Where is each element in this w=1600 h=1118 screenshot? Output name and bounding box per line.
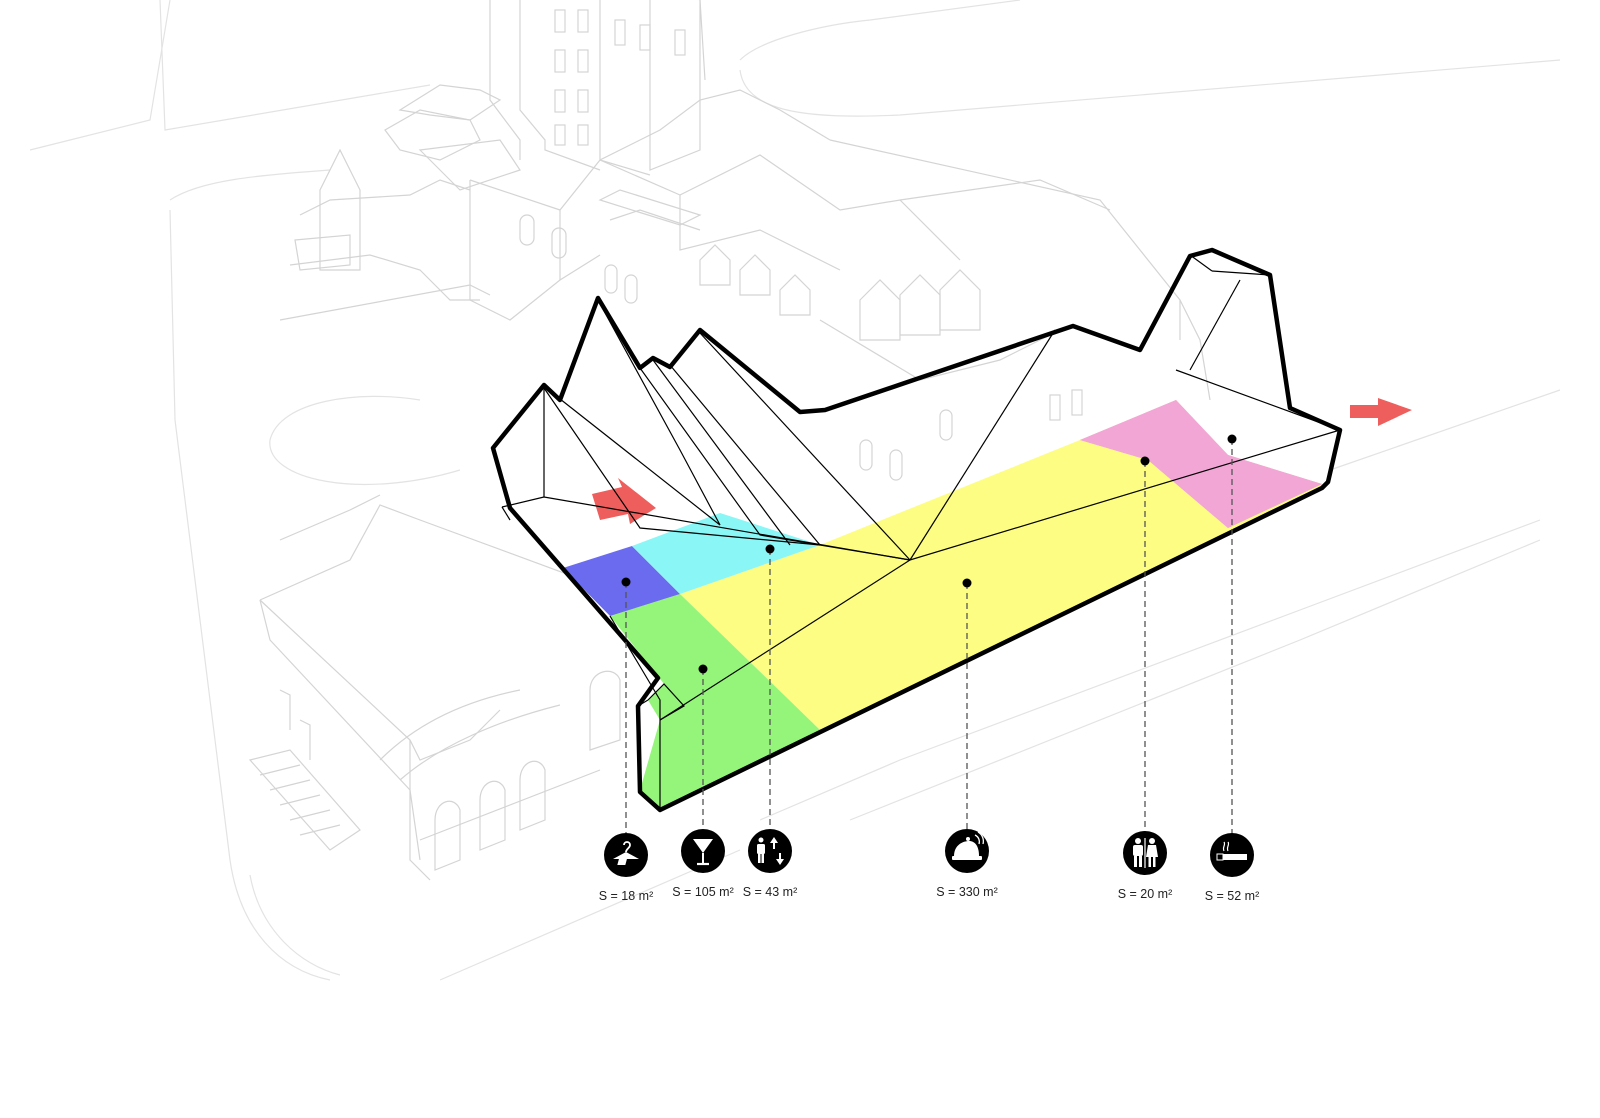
zone-cloakroom-floor [563, 546, 680, 616]
area-label-hall: S = 330 m² [936, 885, 998, 899]
area-label-toilets: S = 20 m² [1118, 887, 1173, 901]
building-outline [490, 247, 1343, 813]
roof-structure-lines [501, 254, 1341, 810]
stairs-up-down-icon [748, 829, 792, 873]
zone-marker-dot-stairs [765, 544, 775, 554]
zone-marker-dot-toilets [1140, 456, 1150, 466]
toilet-icon [1123, 831, 1167, 875]
zone-marker-dot-cloakroom [621, 577, 631, 587]
zone-marker-dot-bar [698, 664, 708, 674]
icon-disc-stairs [748, 829, 792, 873]
legend-icons: S = 18 m² S = 105 m² S = 43 m² S = 330 m² S … [599, 829, 1260, 903]
leaders [621, 434, 1237, 833]
area-label-cloakroom: S = 18 m² [599, 889, 654, 903]
cocktail-glass-icon [681, 829, 725, 873]
hanger-icon [604, 833, 648, 877]
area-label-bar: S = 105 m² [672, 885, 734, 899]
arrow-entrance-icon [592, 478, 656, 524]
service-bell-icon [945, 829, 989, 873]
area-label-smoking: S = 52 m² [1205, 889, 1260, 903]
circulation-arrows [592, 398, 1412, 524]
cigarette-icon [1210, 833, 1254, 877]
floor-zones [563, 400, 1322, 810]
zone-hall-floor [680, 400, 1322, 730]
zone-stairs-floor [632, 513, 820, 594]
arrow-exit-icon [1350, 398, 1412, 426]
context-buildings [29, 0, 1561, 981]
zone-marker-dot-smoking [1227, 434, 1237, 444]
zone-marker-dot-hall [962, 578, 972, 588]
area-label-stairs: S = 43 m² [743, 885, 798, 899]
zone-toilets-floor [1080, 400, 1322, 528]
